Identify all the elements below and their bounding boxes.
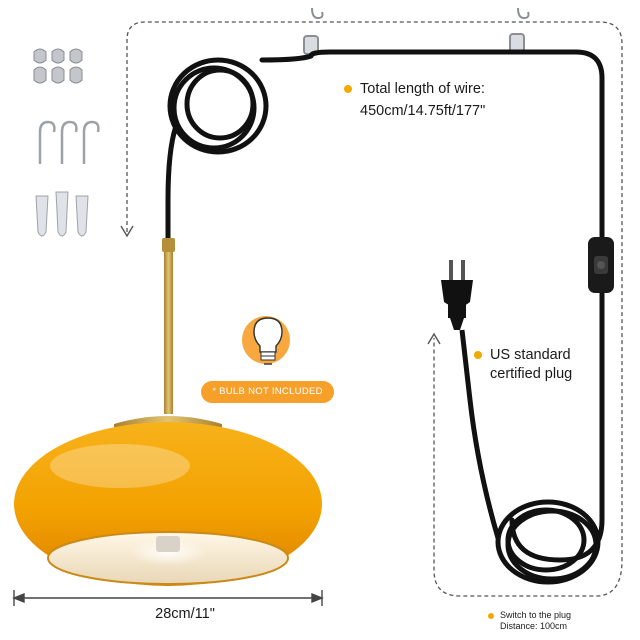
switch-annotation: Switch to the plug Distance: 100cm xyxy=(488,610,571,632)
plug-icon xyxy=(441,260,473,330)
plug-line2: certified plug xyxy=(490,366,573,382)
cable-coil-upper xyxy=(165,57,269,238)
hook-icon xyxy=(38,120,100,164)
inline-switch xyxy=(588,237,614,293)
bullet-dot xyxy=(488,612,494,619)
wire-length-line2: 450cm/14.75ft/177" xyxy=(360,103,486,119)
switch-line1: Switch to the plug xyxy=(500,610,572,620)
ceiling-hook-left xyxy=(303,7,324,55)
lamp-shade xyxy=(14,422,322,586)
wire-length-guide xyxy=(126,21,623,597)
cable-coil-lower xyxy=(459,329,601,585)
ceiling-hook-right xyxy=(509,7,530,53)
bulb-icon xyxy=(242,316,290,365)
power-cable xyxy=(259,49,605,563)
bullet-dot xyxy=(474,351,482,360)
wire-length-line1: Total length of wire: xyxy=(360,81,485,97)
width-dimension-label: 28cm/11" xyxy=(155,606,215,622)
anchor-icon xyxy=(35,191,89,237)
cable-clip-icon xyxy=(33,48,83,84)
width-dimension xyxy=(12,590,324,606)
plug-line1: US standard xyxy=(490,347,571,363)
plug-annotation: US standard certified plug xyxy=(474,346,572,384)
switch-line2: Distance: 100cm xyxy=(500,621,568,631)
wire-length-annotation: Total length of wire: 450cm/14.75ft/177" xyxy=(344,78,485,122)
bulb-not-included-badge: * BULB NOT INCLUDED xyxy=(201,381,334,403)
guide-arrowheads xyxy=(120,225,441,345)
bullet-dot xyxy=(344,85,352,94)
